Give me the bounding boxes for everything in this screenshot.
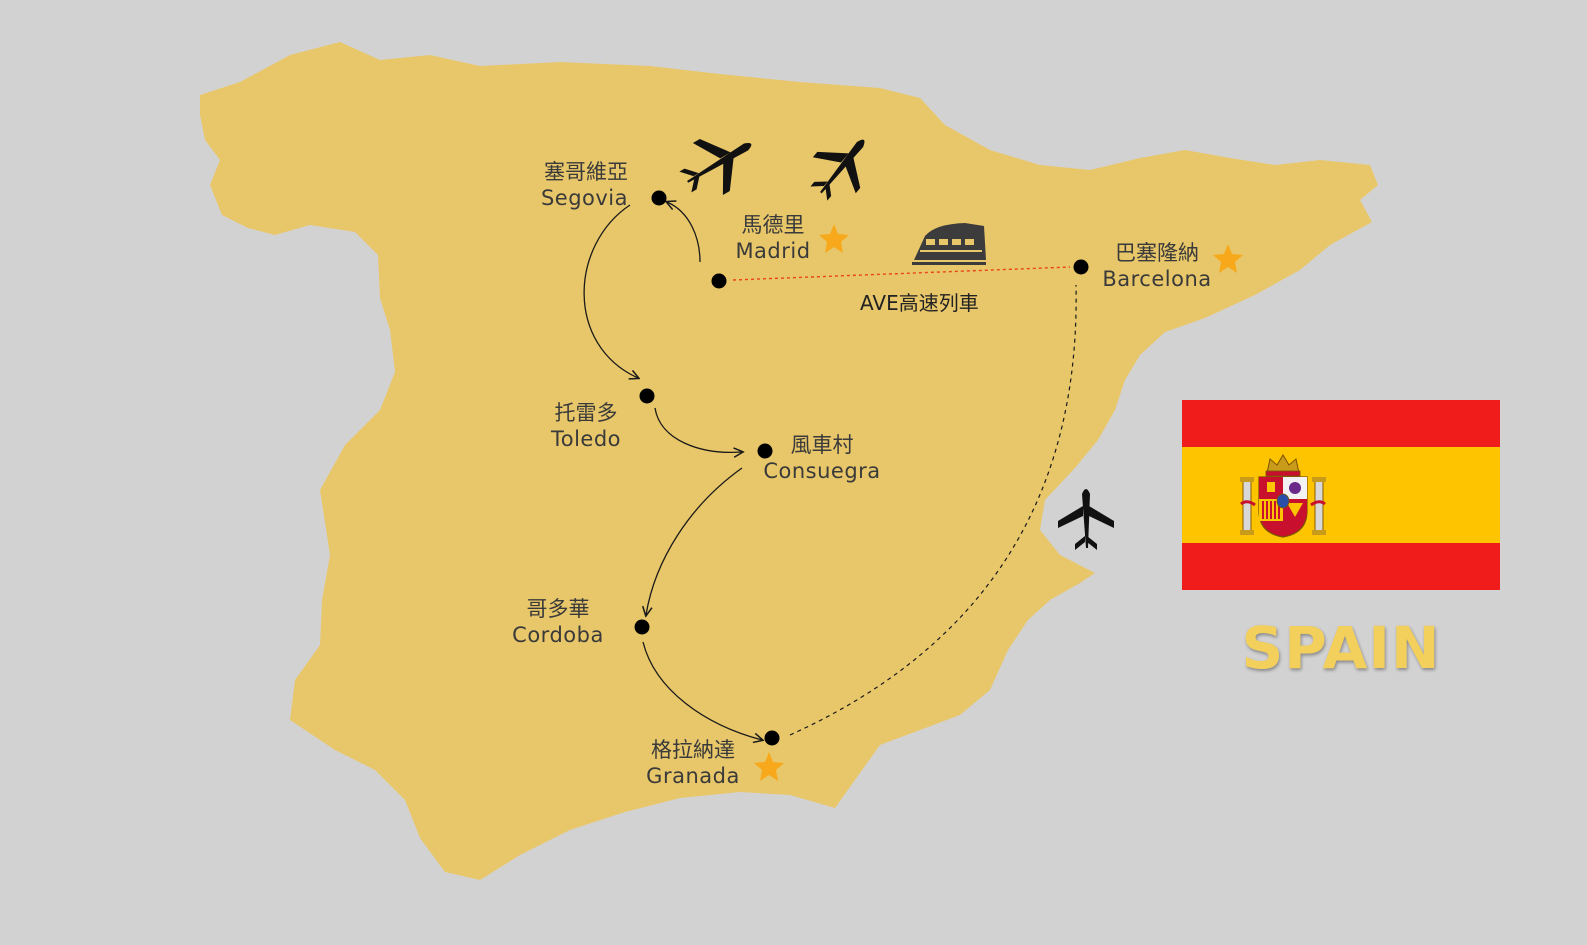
city-dot-segovia [651, 190, 667, 206]
city-dot-barcelona [1073, 259, 1089, 275]
star-icon [754, 752, 784, 781]
city-label-barcelona: 巴塞隆納 Barcelona [1092, 240, 1222, 293]
spain-landmass [200, 42, 1378, 880]
city-dot-madrid [711, 273, 727, 289]
train-icon [912, 223, 986, 265]
star-icon [819, 224, 849, 253]
city-name-en: Barcelona [1102, 267, 1212, 292]
flight-granada-barcelona [789, 284, 1077, 736]
city-label-segovia: 塞哥維亞 Segovia [520, 159, 628, 212]
flag-red-stripe-bottom [1182, 543, 1500, 590]
city-name-zh: 哥多華 [526, 597, 590, 621]
star-icon [1213, 244, 1243, 273]
train-line-madrid-barcelona [732, 266, 1071, 281]
city-name-zh: 馬德里 [741, 213, 805, 237]
city-label-granada: 格拉納達 Granada [632, 737, 754, 790]
city-dot-consuegra [757, 443, 773, 459]
route-cordoba-granada [642, 641, 762, 740]
country-title: SPAIN [1241, 614, 1441, 682]
city-name-en: Cordoba [512, 623, 604, 648]
flag-yellow-stripe [1182, 447, 1500, 543]
city-dot-granada [764, 730, 780, 746]
city-label-cordoba: 哥多華 Cordoba [498, 596, 618, 649]
city-name-zh: 塞哥維亞 [544, 160, 628, 184]
city-name-zh: 風車村 [790, 433, 854, 457]
airplane-icon [679, 139, 752, 195]
coat-of-arms-icon [1240, 454, 1326, 538]
airplane-icon [1058, 489, 1114, 550]
city-name-en: Segovia [540, 186, 628, 211]
route-toledo-consuegra [654, 407, 742, 452]
city-name-en: Toledo [550, 427, 622, 452]
city-dot-cordoba [634, 619, 650, 635]
city-label-consuegra: 風車村 Consuegra [756, 432, 888, 485]
route-segovia-toledo [583, 204, 638, 378]
city-name-zh: 格拉納達 [651, 738, 735, 762]
spain-flag [1182, 400, 1500, 590]
route-madrid-segovia [667, 202, 701, 263]
city-name-zh: 托雷多 [554, 401, 618, 425]
city-label-toledo: 托雷多 Toledo [536, 400, 636, 453]
airplane-icon [810, 139, 865, 201]
city-name-en: Granada [646, 764, 740, 789]
city-name-zh: 巴塞隆納 [1115, 241, 1199, 265]
city-name-en: Madrid [735, 239, 811, 264]
flag-red-stripe-top [1182, 400, 1500, 447]
city-dot-toledo [639, 388, 655, 404]
route-consuegra-cordoba [646, 467, 743, 615]
city-name-en: Consuegra [763, 459, 881, 484]
city-label-madrid: 馬德里 Madrid [718, 212, 828, 265]
train-label: AVE高速列車 [860, 291, 979, 315]
